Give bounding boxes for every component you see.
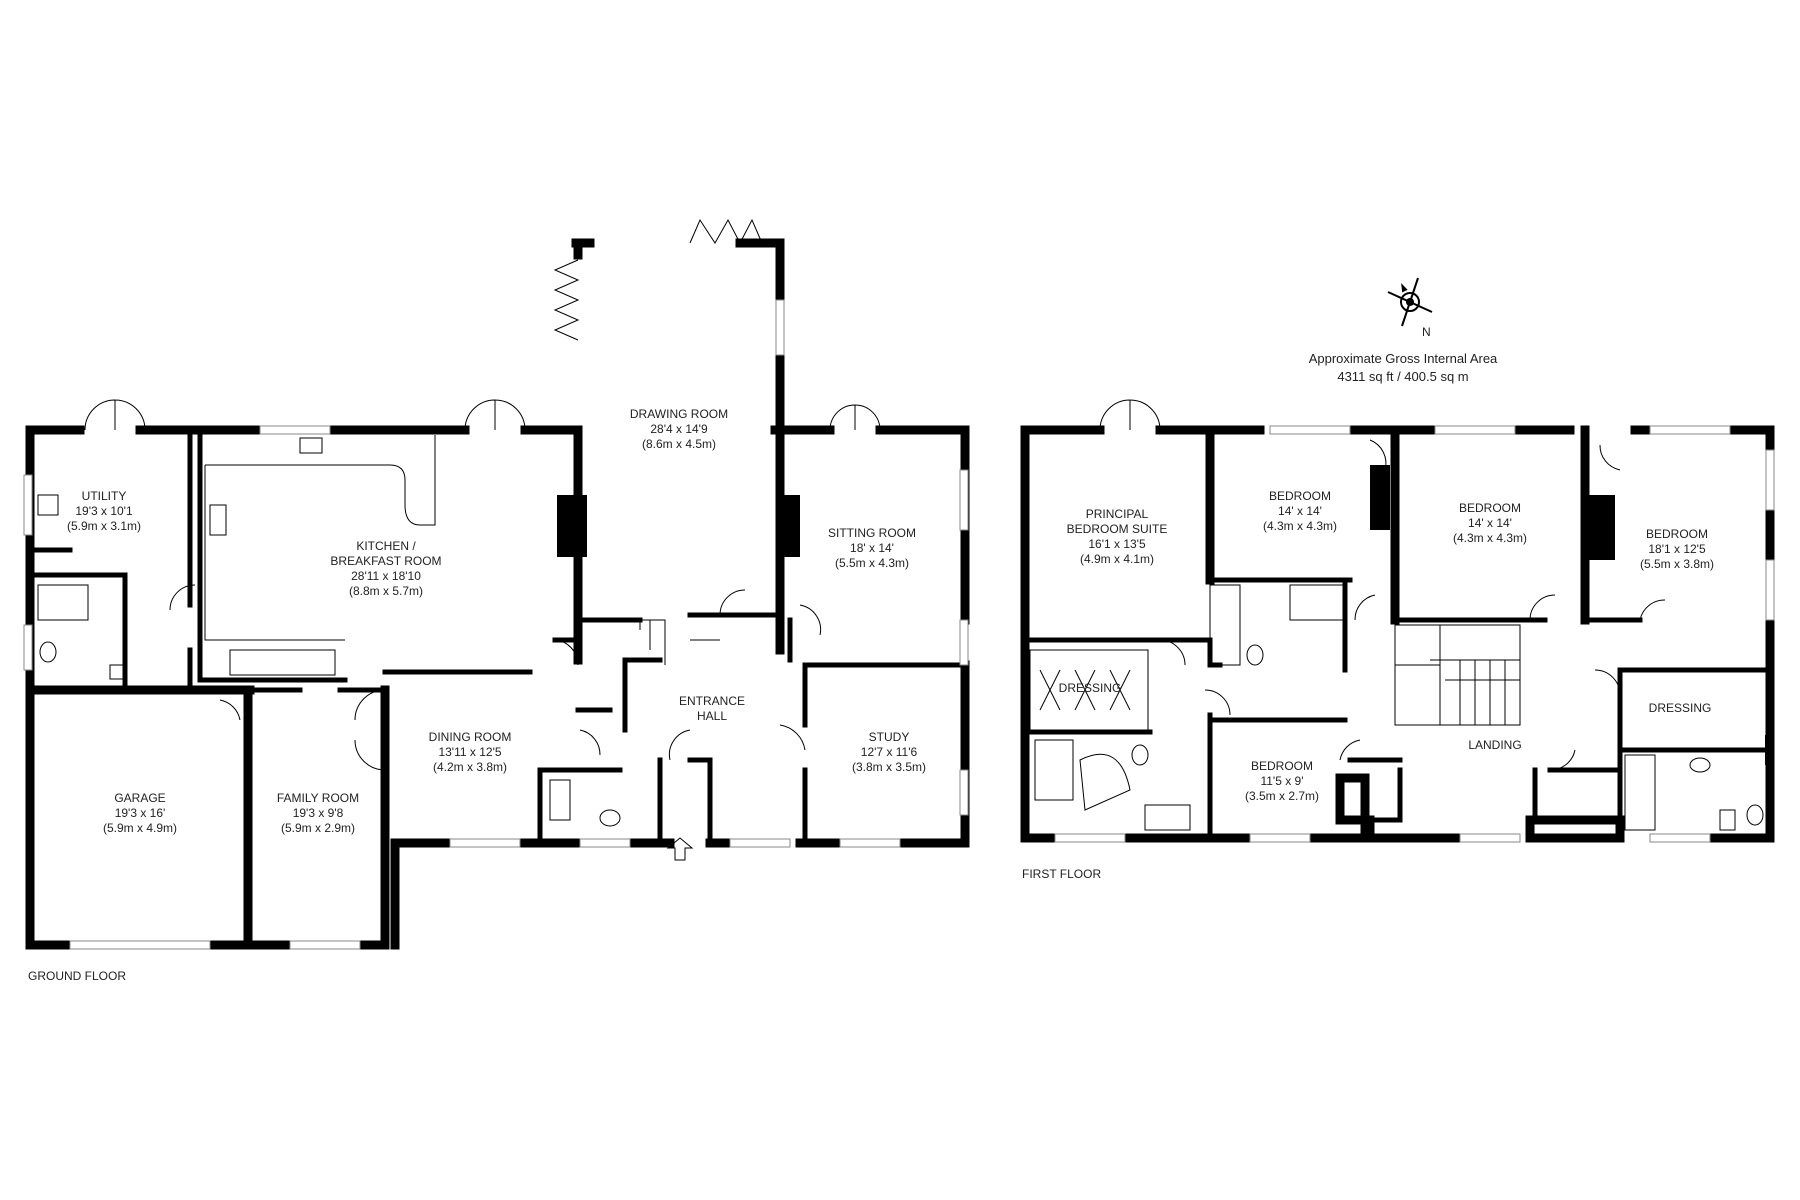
room-label-line: FAMILY ROOM <box>277 791 359 805</box>
area-title: Approximate Gross Internal Area <box>1309 351 1498 366</box>
room-label-line: BEDROOM <box>1646 527 1708 541</box>
first-floor-plan <box>1020 399 1775 843</box>
room-label-line: LANDING <box>1468 738 1521 752</box>
room-label-line: 14' x 14' <box>1468 516 1512 530</box>
first-floor-caption: FIRST FLOOR <box>1022 867 1101 881</box>
room-label-dressing1: DRESSING <box>1059 681 1122 695</box>
room-label-landing: LANDING <box>1468 738 1521 752</box>
room-label-line: STUDY <box>869 730 910 744</box>
room-label-dressing2: DRESSING <box>1649 701 1712 715</box>
room-label-line: HALL <box>697 709 727 723</box>
room-label-line: 19'3 x 16' <box>115 806 166 820</box>
room-label-line: DRESSING <box>1649 701 1712 715</box>
room-label-line: 28'11 x 18'10 <box>351 569 421 583</box>
ground-floor-plan <box>23 218 970 950</box>
room-label-line: DRAWING ROOM <box>630 407 728 421</box>
room-label-line: (4.9m x 4.1m) <box>1080 552 1154 566</box>
room-label-line: 13'11 x 12'5 <box>438 745 501 759</box>
room-label-line: DRESSING <box>1059 681 1122 695</box>
room-label-line: 11'5 x 9' <box>1260 774 1303 788</box>
room-label-line: 19'3 x 10'1 <box>75 504 133 518</box>
room-label-line: (3.8m x 3.5m) <box>852 760 926 774</box>
room-label-line: (4.3m x 4.3m) <box>1453 531 1527 545</box>
room-label-line: 14' x 14' <box>1278 504 1322 518</box>
room-label-line: (8.8m x 5.7m) <box>349 584 423 598</box>
room-label-line: UTILITY <box>82 489 127 503</box>
room-label-line: BEDROOM <box>1269 489 1331 503</box>
area-value: 4311 sq ft / 400.5 sq m <box>1337 369 1468 384</box>
room-label-line: (5.9m x 3.1m) <box>67 519 141 533</box>
room-label-line: GARAGE <box>114 791 165 805</box>
room-label-line: 18'1 x 12'5 <box>1648 542 1706 556</box>
room-label-line: (8.6m x 4.5m) <box>642 437 716 451</box>
room-label-line: (4.2m x 3.8m) <box>433 760 507 774</box>
room-label-line: SITTING ROOM <box>828 526 916 540</box>
room-label-line: 19'3 x 9'8 <box>293 806 344 820</box>
room-label-line: (5.5m x 3.8m) <box>1640 557 1714 571</box>
room-label-line: (5.9m x 4.9m) <box>103 821 177 835</box>
ground-floor-caption: GROUND FLOOR <box>28 969 126 983</box>
room-label-line: PRINCIPAL <box>1086 507 1149 521</box>
room-label-line: (3.5m x 2.7m) <box>1245 789 1319 803</box>
compass-icon <box>1387 277 1433 327</box>
room-label-line: 16'1 x 13'5 <box>1088 537 1146 551</box>
room-label-line: DINING ROOM <box>429 730 512 744</box>
room-label-line: 28'4 x 14'9 <box>650 422 708 436</box>
room-label-line: BREAKFAST ROOM <box>330 554 441 568</box>
room-label-line: BEDROOM SUITE <box>1067 522 1168 536</box>
compass-label: N <box>1422 325 1431 339</box>
room-label-line: 18' x 14' <box>850 541 894 555</box>
room-label-line: ENTRANCE <box>679 694 745 708</box>
room-label-line: 12'7 x 11'6 <box>861 745 918 759</box>
room-label-line: BEDROOM <box>1251 759 1313 773</box>
room-label-line: (5.5m x 4.3m) <box>835 556 909 570</box>
room-label-line: BEDROOM <box>1459 501 1521 515</box>
room-label-line: KITCHEN / <box>356 539 416 553</box>
room-label-line: (5.9m x 2.9m) <box>281 821 355 835</box>
room-label-line: (4.3m x 4.3m) <box>1263 519 1337 533</box>
